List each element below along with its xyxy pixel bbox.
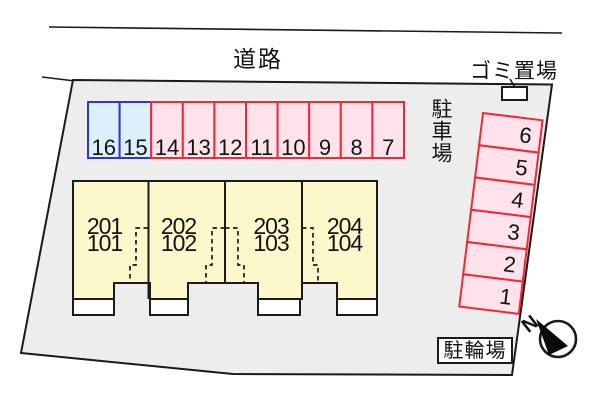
north-needle-icon — [536, 319, 568, 355]
bicycle-parking-label: 駐輪場 — [444, 339, 507, 362]
parking-space-9: 9 — [308, 101, 342, 160]
garbage-area-label: ゴミ置場 — [470, 60, 558, 83]
unit-203-103: 203 103 — [253, 213, 290, 256]
parking-space-2: 2 — [462, 240, 528, 283]
svg-text:202: 202 — [161, 213, 197, 239]
parking-row-top: 16 15 14 13 12 11 — [87, 101, 405, 160]
entrance-porch-204 — [336, 298, 378, 316]
svg-text:12: 12 — [218, 135, 242, 160]
svg-text:102: 102 — [161, 230, 197, 256]
parking-space-4: 4 — [470, 176, 536, 219]
staircase-dashes-204 — [302, 227, 319, 283]
parking-space-8: 8 — [339, 101, 374, 160]
svg-text:2: 2 — [502, 251, 517, 277]
staircase-dashes-203 — [225, 227, 245, 283]
parking-space-12: 12 — [213, 101, 247, 160]
svg-text:4: 4 — [510, 187, 525, 213]
road-label: 道路 — [233, 46, 283, 72]
svg-text:16: 16 — [92, 135, 116, 160]
svg-text:15: 15 — [123, 135, 147, 160]
parking-space-13: 13 — [181, 101, 216, 160]
bicycle-parking-box — [437, 337, 513, 364]
svg-text:3: 3 — [506, 219, 521, 245]
road-upper-line — [48, 26, 563, 34]
svg-text:8: 8 — [350, 135, 362, 160]
entrance-porch-201 — [72, 298, 115, 316]
compass: N — [518, 311, 578, 359]
svg-text:10: 10 — [281, 135, 305, 160]
svg-text:103: 103 — [253, 230, 289, 256]
parking-space-16: 16 — [87, 101, 121, 160]
parking-space-7: 7 — [371, 101, 405, 160]
unit-202-102: 202 102 — [161, 213, 198, 256]
parking-space-1: 1 — [458, 273, 524, 315]
parking-space-14: 14 — [150, 101, 184, 160]
road-lower-line — [41, 76, 76, 82]
bicycle-parking: 駐輪場 — [437, 337, 513, 364]
staircase-dashes-201 — [129, 227, 148, 283]
staircase-dashes-202 — [205, 227, 225, 283]
svg-text:101: 101 — [87, 230, 123, 256]
unit-204-104: 204 104 — [327, 213, 365, 256]
parking-space-11: 11 — [245, 101, 279, 160]
unit-201-101: 201 101 — [87, 213, 124, 256]
svg-text:104: 104 — [327, 230, 364, 256]
parking-column-right: 6 5 4 3 2 1 — [458, 111, 544, 315]
svg-text:1: 1 — [498, 283, 513, 309]
svg-text:6: 6 — [518, 122, 533, 148]
parking-space-3: 3 — [466, 208, 532, 251]
svg-text:201: 201 — [87, 213, 123, 239]
svg-text:5: 5 — [514, 154, 529, 180]
parking-space-15: 15 — [118, 101, 153, 160]
svg-text:203: 203 — [253, 213, 289, 239]
svg-text:14: 14 — [155, 135, 179, 160]
svg-text:9: 9 — [319, 135, 331, 160]
svg-text:7: 7 — [382, 135, 394, 160]
parking-space-5: 5 — [473, 144, 540, 186]
garbage-box — [501, 86, 528, 101]
building: 201 101 202 102 203 103 204 104 — [72, 180, 378, 316]
north-label: N — [518, 311, 543, 337]
svg-text:11: 11 — [250, 135, 273, 160]
parking-lot-label: 駐車場 — [429, 98, 452, 164]
entrance-porch-203 — [257, 298, 301, 316]
svg-text:13: 13 — [186, 135, 210, 160]
parking-space-10: 10 — [276, 101, 311, 160]
svg-text:204: 204 — [327, 213, 364, 239]
parking-space-6: 6 — [477, 111, 544, 154]
entrance-porch-202 — [149, 298, 189, 316]
